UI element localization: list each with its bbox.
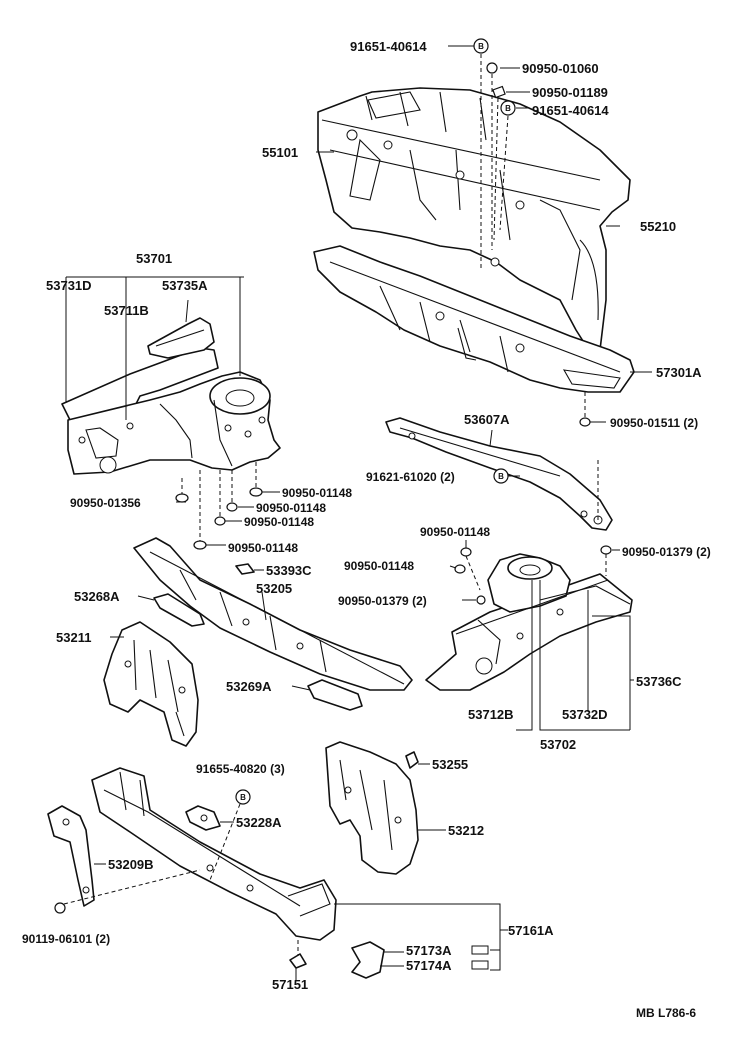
bracket-53268A	[153, 593, 205, 627]
radiator-support-53205	[133, 537, 413, 691]
label-53393C: 53393C	[266, 563, 312, 578]
fastener-90950-01060	[486, 62, 498, 74]
apron-left-53701	[61, 347, 281, 475]
bracket-53209B	[47, 805, 95, 907]
dash-panel-55101	[317, 87, 631, 353]
lower-member-57161A	[91, 767, 337, 941]
fastener-90950-01189	[492, 85, 506, 99]
label-90950-01148-b: 90950-01148	[256, 501, 326, 515]
fastener-90950-01148-r1	[460, 547, 472, 557]
label-90950-01356: 90950-01356	[70, 496, 141, 510]
label-90950-01060: 90950-01060	[522, 61, 599, 76]
apron-bracket-53735A	[147, 317, 215, 359]
label-57174A: 57174A	[406, 958, 452, 973]
label-90950-01379-r: 90950-01379 (2)	[622, 545, 711, 559]
label-90950-01148-c: 90950-01148	[244, 515, 314, 529]
label-91655-40820: 91655-40820 (3)	[196, 762, 285, 776]
fastener-90950-01511	[579, 417, 591, 427]
fastener-90950-01356	[175, 493, 189, 503]
fastener-90950-01379-l	[476, 595, 486, 605]
label-53228A: 53228A	[236, 815, 282, 830]
bracket-57173A-57174A	[351, 941, 385, 979]
label-53735A: 53735A	[162, 278, 208, 293]
cowl-57301A	[313, 245, 635, 393]
label-57161A: 57161A	[508, 923, 554, 938]
pad-53393C	[235, 563, 255, 575]
label-53269A: 53269A	[226, 679, 272, 694]
svg-text:B: B	[505, 104, 511, 113]
label-53209B: 53209B	[108, 857, 154, 872]
part-labels: 91651-40614 90950-01060 90950-01189 9165…	[22, 39, 711, 1020]
svg-text:B: B	[240, 793, 246, 802]
label-53702: 53702	[540, 737, 576, 752]
label-53736C: 53736C	[636, 674, 682, 689]
label-57174A-mark	[471, 960, 489, 970]
bracket-53255	[405, 751, 419, 769]
label-91651-40614-top: 91651-40614	[350, 39, 427, 54]
label-53711B: 53711B	[104, 303, 149, 318]
svg-text:B: B	[478, 42, 484, 51]
fastener-90950-01148-l1	[249, 487, 263, 497]
label-90950-01148-a: 90950-01148	[282, 486, 352, 500]
fastener-91621-61020: B	[493, 468, 509, 484]
label-55101: 55101	[262, 145, 298, 160]
radiator-side-53211	[103, 621, 199, 747]
label-90950-01148-e: 90950-01148	[420, 525, 490, 539]
label-53205: 53205	[256, 581, 292, 596]
svg-text:B: B	[498, 472, 504, 481]
label-91651-40614-mid: 91651-40614	[532, 103, 609, 118]
label-53268A: 53268A	[74, 589, 120, 604]
radiator-side-53212	[325, 741, 419, 875]
diagram-code: MB L786-6	[636, 1006, 696, 1020]
label-90950-01189: 90950-01189	[532, 85, 608, 100]
fastener-91651-40614-mid: B	[500, 100, 516, 116]
label-53211: 53211	[56, 630, 91, 645]
fastener-91655-40820: B	[235, 789, 251, 805]
label-53607A: 53607A	[464, 412, 510, 427]
label-90950-01379-l: 90950-01379 (2)	[338, 594, 427, 608]
label-55210: 55210	[640, 219, 676, 234]
apron-right-53702	[425, 553, 633, 691]
fastener-90950-01148-r2	[454, 564, 466, 574]
label-53701: 53701	[136, 251, 172, 266]
label-53712B: 53712B	[468, 707, 514, 722]
bracket-53269A	[307, 679, 363, 711]
fastener-90950-01379-r	[600, 545, 612, 555]
fastener-90119-06101	[54, 902, 66, 914]
leader-lines	[65, 45, 652, 980]
fastener-90950-01148-l4	[193, 540, 207, 550]
fastener-90950-01148-l2	[226, 502, 238, 512]
label-53732D: 53732D	[562, 707, 608, 722]
label-57301A: 57301A	[656, 365, 702, 380]
label-57151: 57151	[272, 977, 308, 992]
fastener-90950-01148-l3	[214, 516, 226, 526]
label-53255: 53255	[432, 757, 468, 772]
label-57173A: 57173A	[406, 943, 452, 958]
label-90119-06101: 90119-06101 (2)	[22, 932, 110, 946]
label-53731D: 53731D	[46, 278, 92, 293]
label-57173A-mark	[471, 945, 489, 955]
label-90950-01511: 90950-01511 (2)	[610, 416, 698, 430]
label-90950-01148-d: 90950-01148	[228, 541, 298, 555]
pad-57151	[289, 953, 307, 969]
fastener-91651-40614-top: B	[473, 38, 489, 54]
bracket-53228A	[185, 805, 221, 831]
label-90950-01148-f: 90950-01148	[344, 559, 414, 573]
label-91621-61020: 91621-61020 (2)	[366, 470, 455, 484]
label-53212: 53212	[448, 823, 484, 838]
